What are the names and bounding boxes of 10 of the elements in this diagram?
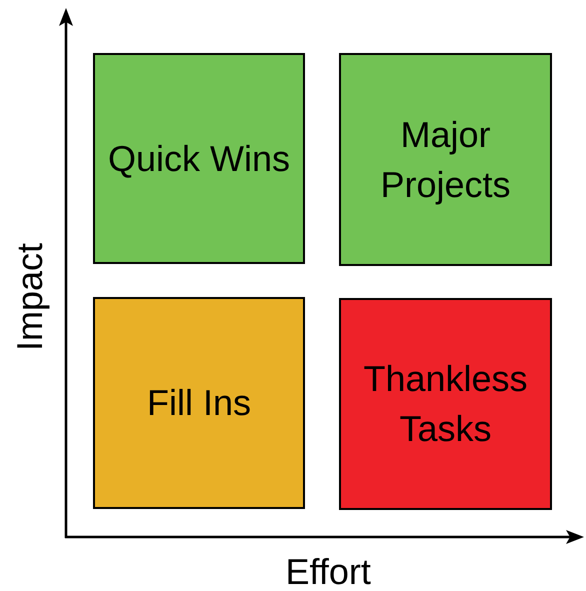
quadrant-box <box>93 53 305 264</box>
quadrant-label: Quick Wins <box>108 136 290 180</box>
quadrant-box <box>339 298 552 510</box>
quadrant-label: Fill Ins <box>146 381 251 425</box>
quadrant-label: Major Projects <box>379 112 512 206</box>
x-axis-label: Effort <box>286 552 371 591</box>
quadrant-label: Thankless Tasks <box>362 357 529 451</box>
y-axis-label: Impact <box>10 242 50 352</box>
quadrant-box <box>93 297 305 509</box>
quadrant-box <box>339 53 552 266</box>
